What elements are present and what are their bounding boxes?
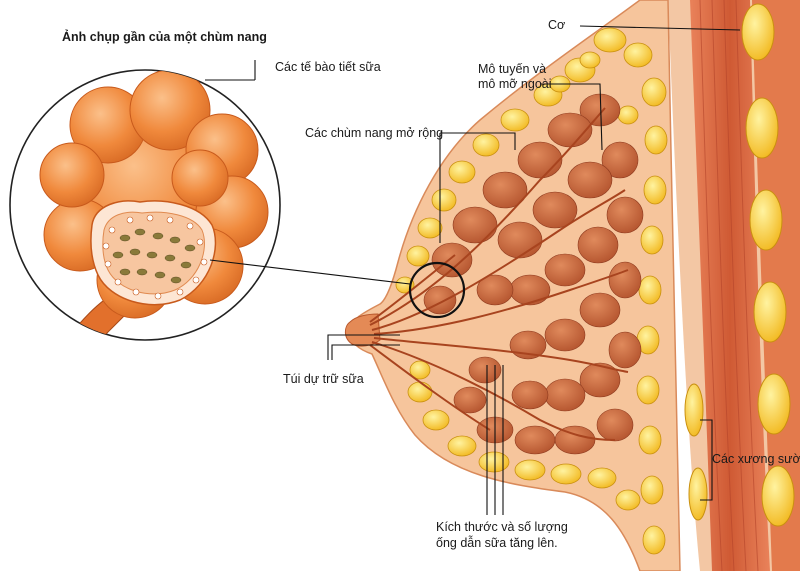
label-ducts-1: Kích thước và số lượng <box>436 520 568 534</box>
label-secretory-cells: Các tế bào tiết sữa <box>275 60 381 74</box>
label-milk-sinus: Túi dự trữ sữa <box>283 372 364 386</box>
label-ribs: Các xương sườn <box>712 452 800 466</box>
label-gland-fat-1: Mô tuyến và <box>478 62 547 76</box>
inset-title: Ảnh chụp gần của một chùm nang <box>62 30 267 44</box>
leader-lines <box>205 25 741 515</box>
label-enlarged-lobules: Các chùm nang mở rộng <box>305 126 444 140</box>
highlight-circle <box>408 261 466 319</box>
inset-closeup <box>9 69 281 341</box>
breast <box>344 0 681 572</box>
ribs <box>684 3 795 527</box>
label-muscle: Cơ <box>548 18 566 32</box>
label-ducts-2: ống dẫn sữa tăng lên. <box>436 536 558 550</box>
label-gland-fat-2: mô mỡ ngoài <box>478 77 552 91</box>
